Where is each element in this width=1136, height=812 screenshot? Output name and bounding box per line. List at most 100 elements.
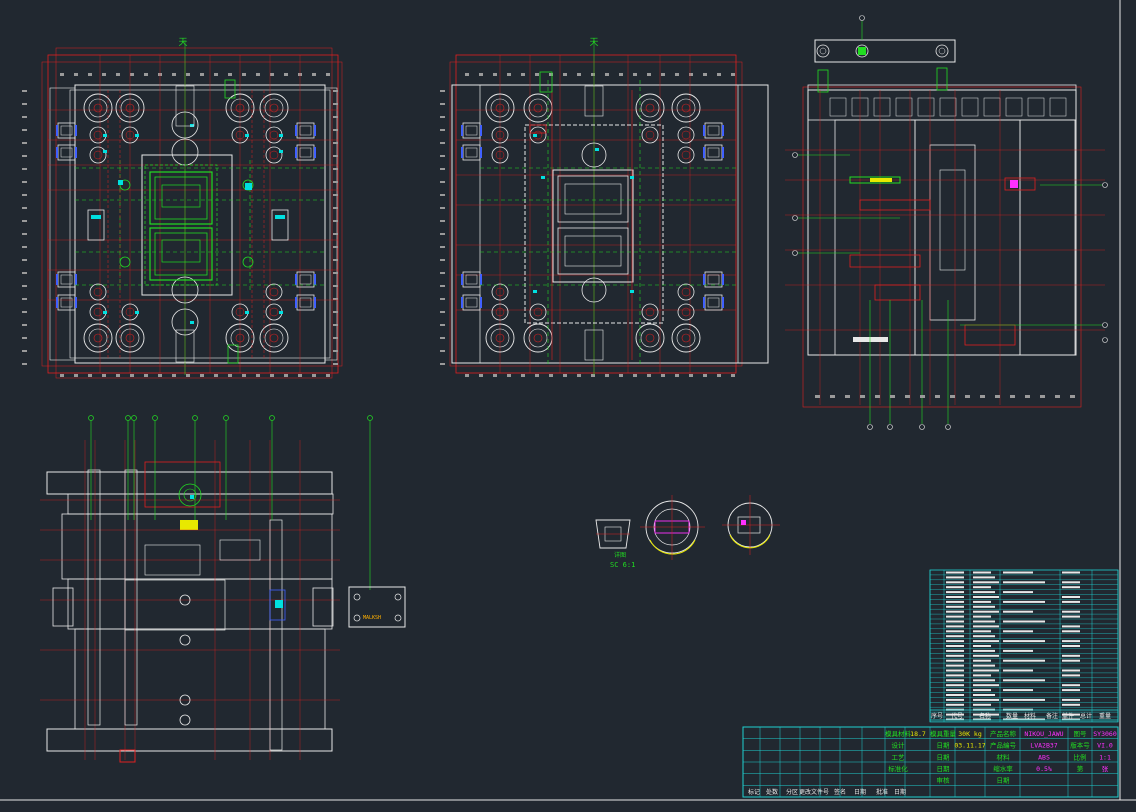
guide-pillar bbox=[87, 469, 101, 726]
bom-entry bbox=[973, 620, 995, 623]
bom-header-cell: 代号 bbox=[951, 712, 963, 720]
lifting-bar bbox=[814, 39, 956, 63]
bom-entry bbox=[1003, 610, 1033, 613]
bom-entry bbox=[973, 615, 991, 618]
bom-header-cell: 数量 bbox=[1006, 712, 1018, 720]
tick-mark bbox=[74, 73, 78, 76]
tick-mark bbox=[980, 395, 985, 398]
tick-mark bbox=[440, 324, 445, 326]
cavity-plate bbox=[524, 124, 664, 324]
guide-pillar-hole bbox=[635, 323, 665, 353]
title-block-cell: 18.7 bbox=[910, 730, 926, 738]
bom-entry bbox=[1062, 689, 1080, 692]
cavity-profile bbox=[149, 171, 213, 225]
top-slot bbox=[829, 97, 847, 117]
tick-mark bbox=[130, 374, 134, 377]
lifting-hole bbox=[816, 44, 830, 58]
title-block-cell: 30K kg bbox=[958, 730, 982, 738]
green-fitting bbox=[936, 67, 948, 91]
tick-mark bbox=[333, 311, 338, 313]
blue-marker bbox=[461, 297, 463, 308]
tick-mark bbox=[22, 246, 27, 248]
screw-hole bbox=[491, 303, 509, 321]
bom-entry bbox=[973, 635, 995, 638]
tick-mark bbox=[619, 374, 623, 377]
side-lock-block bbox=[60, 297, 73, 308]
bom-entry bbox=[1003, 640, 1045, 643]
bill-of-materials-table: 序号代号名称数量材料备注单件总计重量 bbox=[929, 569, 1119, 723]
cyan-marker bbox=[275, 600, 283, 608]
core-side-plan-view: 天 bbox=[22, 38, 343, 379]
cyan-bolt-marker bbox=[279, 134, 283, 137]
screw-hole-center bbox=[93, 150, 103, 160]
bom-entry bbox=[1062, 669, 1080, 672]
title-block-cell: 材料 bbox=[997, 752, 1011, 761]
bom-entry bbox=[946, 600, 964, 603]
cooling-fitting bbox=[849, 176, 901, 184]
tick-mark bbox=[333, 233, 338, 235]
green-marker bbox=[858, 47, 866, 55]
sprue-bushing bbox=[183, 488, 197, 502]
guide-pillar-hole bbox=[259, 93, 289, 123]
bom-entry bbox=[973, 713, 999, 716]
blue-marker bbox=[56, 147, 58, 158]
title-block-cell: 1:1 bbox=[1099, 753, 1111, 761]
tick-mark bbox=[22, 155, 27, 157]
tick-mark bbox=[440, 259, 445, 261]
tick-mark bbox=[88, 73, 92, 76]
bom-entry bbox=[1003, 571, 1033, 574]
screw-hole-center bbox=[645, 307, 655, 317]
red-fitting bbox=[119, 749, 136, 763]
bom-entry bbox=[1003, 591, 1033, 594]
title-bottom-cell: 处数 bbox=[766, 788, 778, 796]
bom-entry bbox=[946, 625, 964, 628]
title-block-cell: LVA2B37 bbox=[1030, 742, 1057, 750]
tick-mark bbox=[563, 374, 567, 377]
tick-mark bbox=[731, 73, 735, 76]
tick-mark bbox=[935, 395, 940, 398]
blue-marker bbox=[75, 297, 77, 308]
bom-header-row bbox=[929, 709, 1119, 721]
tick-mark bbox=[577, 73, 581, 76]
bom-entry bbox=[973, 640, 999, 643]
tick-mark bbox=[333, 220, 338, 222]
screw-hole bbox=[641, 126, 659, 144]
tick-mark bbox=[995, 395, 1000, 398]
blue-marker bbox=[56, 297, 58, 308]
tick-mark bbox=[60, 73, 64, 76]
guide-pillar-center bbox=[93, 103, 103, 113]
bom-entry bbox=[946, 649, 964, 652]
bom-entry bbox=[946, 694, 964, 696]
ejector-assembly bbox=[849, 254, 921, 268]
tick-mark bbox=[228, 374, 232, 377]
tick-mark bbox=[521, 73, 525, 76]
guide-pillar-center bbox=[681, 103, 691, 113]
tick-mark bbox=[493, 374, 497, 377]
tick-mark bbox=[326, 374, 330, 377]
screw-hole bbox=[89, 283, 107, 301]
bom-entry bbox=[1003, 600, 1045, 603]
bom-entry bbox=[973, 581, 999, 584]
side-lock-block bbox=[465, 274, 478, 285]
locating-ring bbox=[581, 277, 607, 303]
red-fitting bbox=[529, 124, 547, 134]
guide-pillar-center bbox=[495, 333, 505, 343]
green-fitting bbox=[227, 344, 239, 364]
guide-pillar bbox=[269, 519, 283, 751]
guide-pillar-hole bbox=[264, 98, 284, 118]
tick-mark bbox=[333, 246, 338, 248]
guide-pillar-hole bbox=[83, 323, 113, 353]
tick-mark bbox=[333, 298, 338, 300]
leader-balloon bbox=[125, 415, 131, 421]
bom-entry bbox=[1003, 630, 1033, 633]
tick-mark bbox=[815, 395, 820, 398]
side-block-hole bbox=[394, 614, 402, 622]
tick-mark bbox=[298, 374, 302, 377]
dimension-frame bbox=[455, 54, 737, 374]
tick-mark bbox=[333, 155, 338, 157]
screw-hole-center bbox=[93, 130, 103, 140]
bom-entry bbox=[946, 591, 964, 594]
bom-entry bbox=[946, 689, 964, 692]
guide-pillar-hole bbox=[671, 323, 701, 353]
